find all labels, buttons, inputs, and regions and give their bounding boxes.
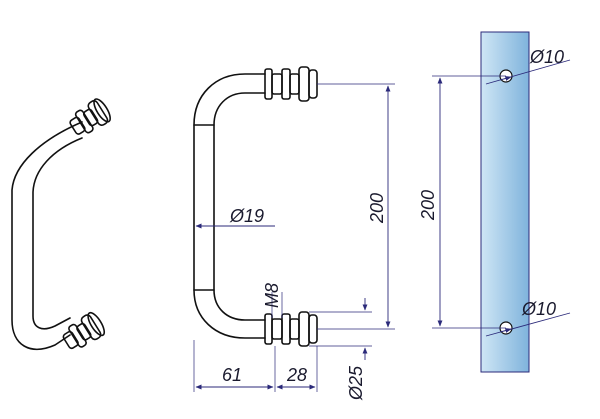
dimension-center-distance-label: 200 — [367, 193, 387, 224]
dimension-hole-top: Ø10 — [485, 47, 571, 85]
dimension-thread: M8 — [262, 283, 283, 318]
dimension-center-distance: 200 — [317, 83, 395, 330]
dimension-offset: 61 — [193, 340, 276, 392]
dimension-fitting-diameter-label: Ø25 — [346, 365, 366, 401]
dimension-fitting-length-label: 28 — [286, 365, 307, 385]
dimension-fitting-diameter: Ø25 — [309, 298, 372, 401]
dimension-handle-diameter: Ø19 — [195, 206, 275, 229]
glass-panel — [480, 31, 530, 373]
dimension-hole-bottom: Ø10 — [485, 299, 571, 337]
dimension-handle-diameter-label: Ø19 — [229, 206, 264, 226]
dimension-offset-label: 61 — [222, 365, 242, 385]
dimension-fitting-length: 28 — [276, 346, 318, 392]
handle-perspective-view — [11, 98, 111, 350]
dimension-hole-top-label: Ø10 — [529, 47, 564, 67]
dimension-thread-label: M8 — [262, 283, 282, 308]
dimension-hole-bottom-label: Ø10 — [521, 299, 556, 319]
dimension-glass-center-distance-label: 200 — [418, 190, 438, 221]
dimension-glass-center-distance: 200 — [418, 75, 506, 329]
